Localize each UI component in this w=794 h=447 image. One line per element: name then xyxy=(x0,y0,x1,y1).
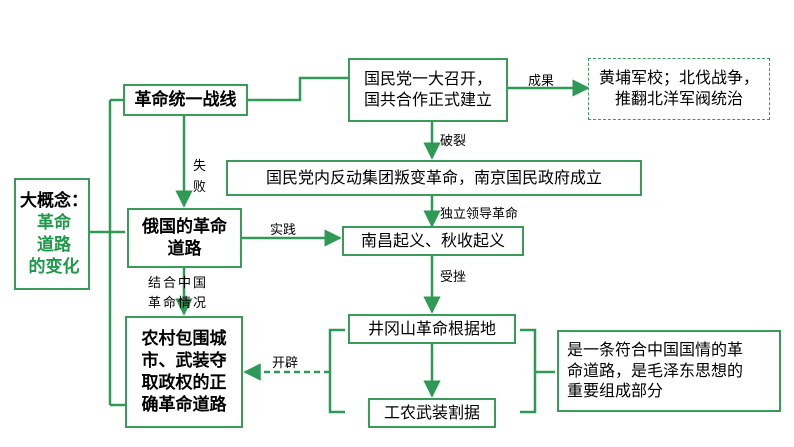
armed-split-box: 工农武装割据 xyxy=(368,398,496,428)
concept-line2: 道路 xyxy=(37,235,71,255)
jinggang-label: 井冈山革命根据地 xyxy=(367,318,496,338)
united-to-kmt xyxy=(248,76,348,102)
united-front-label: 革命统一战线 xyxy=(134,89,237,110)
jinggang-box: 井冈山革命根据地 xyxy=(348,314,516,344)
result-line1: 黄埔军校；北伐战争， xyxy=(598,68,759,88)
edge-label-pioneer: 开辟 xyxy=(272,356,299,371)
edge-label-result: 成果 xyxy=(528,74,555,89)
armed-split-label: 工农武装割据 xyxy=(383,402,480,422)
inner-bracket xyxy=(328,328,345,414)
result-line2: 推翻北洋军阀统治 xyxy=(614,89,743,108)
russia-line1: 俄国的革命 xyxy=(142,216,227,237)
concept-title: 大概念： xyxy=(20,190,88,211)
note-box: 是一条符合中国国情的革 命道路，是毛泽东思想的 重要组成部分 xyxy=(557,330,781,412)
edge-label-combine-2: 革命情况 xyxy=(148,296,209,311)
note-line3: 重要组成部分 xyxy=(567,381,664,401)
rural-line3: 取政权的正 xyxy=(141,373,227,393)
united-front-box: 革命统一战线 xyxy=(123,84,248,116)
russia-line2: 道路 xyxy=(167,239,202,259)
note-line1: 是一条符合中国国情的革 xyxy=(567,339,744,359)
kmt-line1: 国民党一大召开， xyxy=(363,69,492,89)
rural-road-box: 农村包围城 市、武装夺 取政权的正 确革命道路 xyxy=(125,316,243,428)
result-box: 黄埔军校；北伐战争， 推翻北洋军阀统治 xyxy=(588,58,770,120)
rural-line2: 市、武装夺 xyxy=(141,350,227,371)
betrayal-label: 国民党内反动集团叛变革命，南京国民政府成立 xyxy=(265,167,602,187)
concept-box: 大概念： 革命 道路 的变化 xyxy=(14,178,90,290)
concept-line3: 的变化 xyxy=(28,257,80,278)
right-bracket xyxy=(520,328,537,414)
betrayal-box: 国民党内反动集团叛变革命，南京国民政府成立 xyxy=(226,160,642,196)
edge-label-break: 破裂 xyxy=(440,134,467,149)
edge-label-fail-1: 失 xyxy=(193,159,207,174)
uprising-box: 南昌起义、秋收起义 xyxy=(342,226,524,256)
edge-label-fail-2: 败 xyxy=(193,180,207,195)
edge-label-independent: 独立领导革命 xyxy=(440,207,519,222)
edge-label-practice: 实践 xyxy=(270,223,297,238)
kmt-congress-box: 国民党一大召开， 国共合作正式建立 xyxy=(348,58,508,122)
uprising-label: 南昌起义、秋收起义 xyxy=(360,230,505,250)
rural-line4: 确革命道路 xyxy=(141,395,227,416)
kmt-line2: 国共合作正式建立 xyxy=(363,90,492,109)
note-line2: 命道路，是毛泽东思想的 xyxy=(567,360,744,380)
russia-road-box: 俄国的革命 道路 xyxy=(127,208,242,268)
edge-label-combine-1: 结合中国 xyxy=(148,276,209,291)
concept-line1: 革命 xyxy=(37,212,71,233)
rural-line1: 农村包围城 xyxy=(141,328,227,349)
edge-label-setback: 受挫 xyxy=(440,270,467,285)
